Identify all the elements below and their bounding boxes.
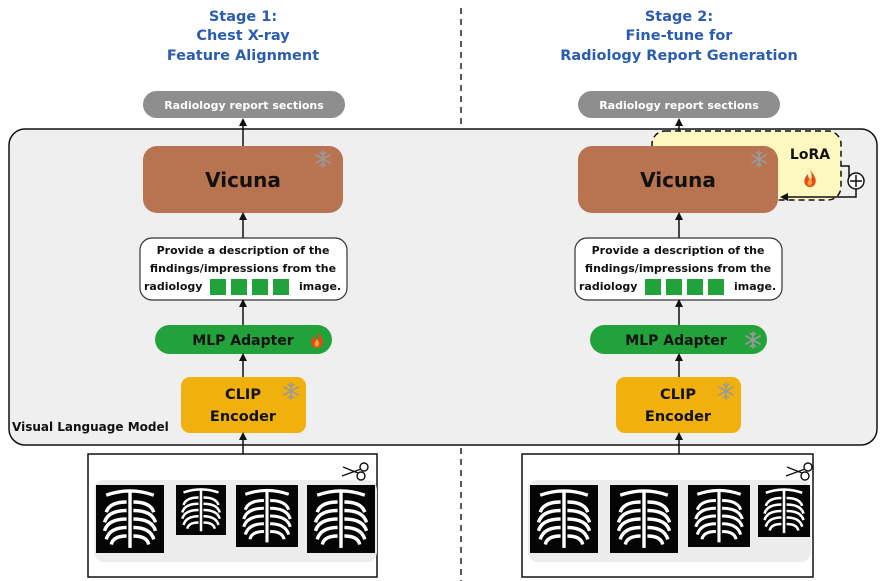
vicuna-box-1 — [143, 146, 343, 213]
prompt-line-1: Provide a description of the — [157, 244, 330, 257]
clip-label-2-line-1: CLIP — [660, 387, 696, 403]
xray-image-8 — [756, 483, 812, 539]
prompt-line-2: findings/impressions from the — [150, 262, 336, 275]
stage-1-title-line-3: Feature Alignment — [167, 48, 319, 64]
xray-image-2 — [174, 483, 228, 537]
xray-image-7 — [686, 483, 752, 549]
stage-2-title-line-2: Fine-tune for — [626, 28, 734, 44]
clip-encoder-1 — [181, 377, 306, 433]
prompt-line-1: Provide a description of the — [592, 244, 765, 257]
visual-tokens-1 — [210, 279, 289, 295]
stage-1-title-line-1: Stage 1: — [209, 9, 277, 25]
xray-image-5 — [528, 483, 600, 555]
prompt-line-2: findings/impressions from the — [585, 262, 771, 275]
output-label-2: Radiology report sections — [599, 99, 759, 112]
vicuna-label-1: Vicuna — [205, 168, 281, 192]
stage-2-title-line-1: Stage 2: — [645, 9, 713, 25]
output-pill-1 — [143, 91, 345, 118]
clip-label-2-line-2: Encoder — [645, 409, 712, 425]
vicuna-box-2 — [578, 146, 778, 213]
clip-encoder-2 — [616, 377, 741, 433]
stage-2-title-line-3: Radiology Report Generation — [560, 48, 798, 64]
stage-1: Stage 1: Chest X-ray Feature Alignment R… — [87, 9, 378, 578]
xray-image-4 — [305, 483, 377, 555]
vlm-label: Visual Language Model — [12, 420, 169, 434]
mlp-label-2: MLP Adapter — [625, 333, 727, 349]
stage-2: Stage 2: Fine-tune for Radiology Report … — [521, 9, 865, 578]
stage-1-title-line-2: Chest X-ray — [196, 28, 290, 44]
prompt-line-3-end: image. — [734, 280, 776, 293]
clip-label-1-line-1: CLIP — [225, 387, 261, 403]
clip-label-1-line-2: Encoder — [210, 409, 277, 425]
prompt-line-3-start: radiology — [144, 280, 202, 293]
mlp-adapter-2 — [590, 325, 767, 354]
vicuna-label-2: Vicuna — [640, 168, 716, 192]
mlp-adapter-1 — [155, 325, 332, 354]
prompt-line-3-end: image. — [299, 280, 341, 293]
visual-tokens-2 — [645, 279, 724, 295]
xray-image-3 — [234, 483, 300, 549]
xray-image-6 — [608, 483, 680, 555]
xray-image-1 — [94, 483, 166, 555]
prompt-line-3-start: radiology — [579, 280, 637, 293]
mlp-label-1: MLP Adapter — [192, 333, 294, 349]
lora-label: LoRA — [790, 147, 830, 163]
xray-tray-1 — [94, 480, 377, 562]
output-pill-2 — [578, 91, 780, 118]
output-label-1: Radiology report sections — [164, 99, 324, 112]
